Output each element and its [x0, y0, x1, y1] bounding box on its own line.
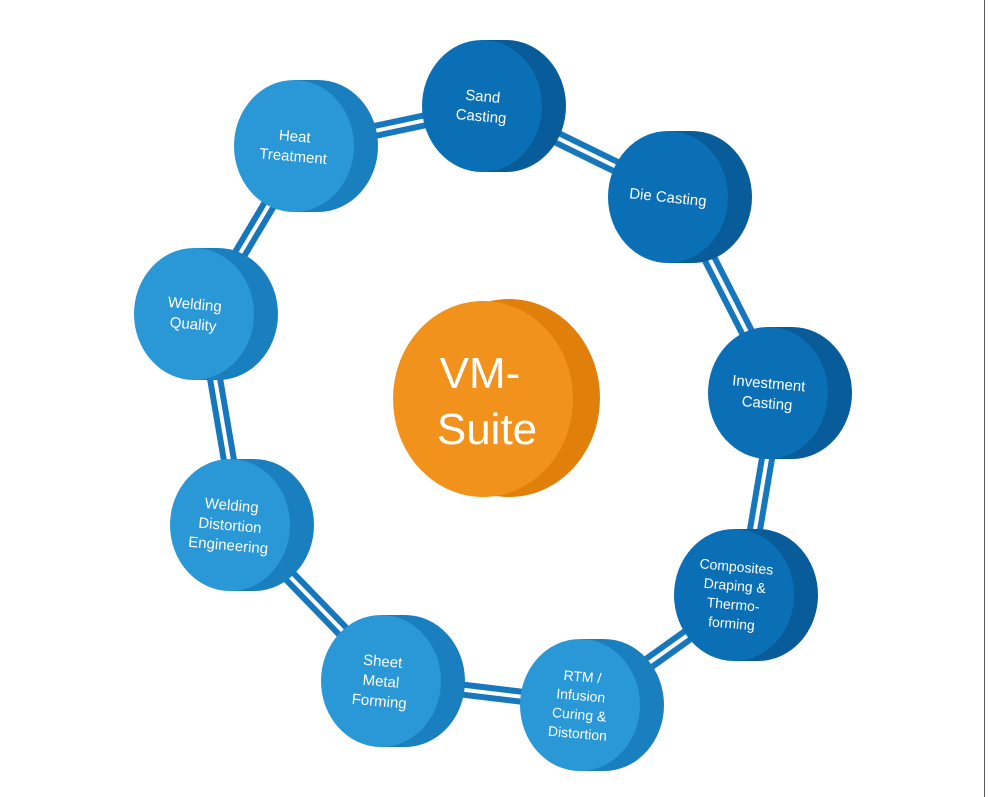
module-label-welding-distortion: WeldingDistortionEngineering [188, 494, 273, 558]
module-node-face [134, 248, 254, 380]
center-node: VM- Suite [393, 299, 600, 497]
module-label-line: Treatment [259, 145, 329, 168]
module-label-composites: CompositesDraping &Thermo-forming [694, 555, 774, 634]
center-label-line-2: Suite [437, 405, 537, 454]
module-label-line: Sand [465, 87, 501, 107]
module-label-line: Quality [169, 314, 217, 335]
module-label-rtm-infusion: RTM /InfusionCuring &Distortion [547, 666, 612, 744]
module-node-sheet-metal-forming: SheetMetalForming [321, 615, 465, 747]
module-node-face [674, 529, 794, 661]
module-label-line: Investment [732, 372, 807, 395]
module-label-line: Curing & [551, 704, 607, 725]
module-node-investment-casting: InvestmentCasting [708, 327, 852, 459]
center-node-face [393, 301, 573, 497]
module-label-line: Casting [455, 106, 507, 127]
module-node-rtm-infusion: RTM /InfusionCuring &Distortion [520, 639, 664, 771]
module-label-line: Infusion [556, 685, 606, 705]
module-node-welding-quality: WeldingQuality [134, 248, 278, 380]
module-label-line: Draping & [703, 575, 767, 596]
module-node-face [234, 80, 354, 212]
module-node-face [321, 615, 441, 747]
module-label-line: Engineering [188, 534, 269, 558]
module-label-line: Distortion [547, 723, 607, 744]
module-node-face [708, 327, 828, 459]
module-label-welding-quality: WeldingQuality [165, 294, 222, 336]
module-label-line: Welding [167, 294, 222, 316]
module-label-line: RTM / [563, 667, 602, 686]
module-node-welding-distortion: WeldingDistortionEngineering [170, 459, 314, 591]
module-node-face [422, 40, 542, 172]
module-label-line: Forming [351, 691, 407, 713]
module-label-line: Composites [699, 555, 774, 577]
module-label-line: Metal [362, 672, 400, 692]
module-label-heat-treatment: HeatTreatment [259, 125, 331, 168]
center-label-line-1: VM- [440, 349, 521, 398]
module-label-line: Welding [204, 495, 259, 517]
module-label-line: Casting [741, 393, 793, 414]
module-node-composites: CompositesDraping &Thermo-forming [674, 529, 818, 661]
module-node-sand-casting: SandCasting [422, 40, 566, 172]
module-label-line: Distortion [198, 515, 263, 537]
module-label-line: Thermo- [706, 594, 760, 615]
module-node-face [520, 639, 640, 771]
module-label-sheet-metal-forming: SheetMetalForming [351, 651, 411, 713]
module-label-sand-casting: SandCasting [455, 86, 509, 127]
module-label-investment-casting: InvestmentCasting [730, 372, 807, 415]
module-node-face [170, 459, 290, 591]
module-label-line: Heat [278, 127, 312, 147]
module-node-face [608, 131, 728, 263]
module-node-heat-treatment: HeatTreatment [234, 80, 378, 212]
module-node-die-casting: Die Casting [608, 131, 752, 263]
frame-border [984, 0, 985, 797]
module-label-line: forming [708, 613, 756, 633]
module-label-line: Sheet [362, 652, 403, 672]
